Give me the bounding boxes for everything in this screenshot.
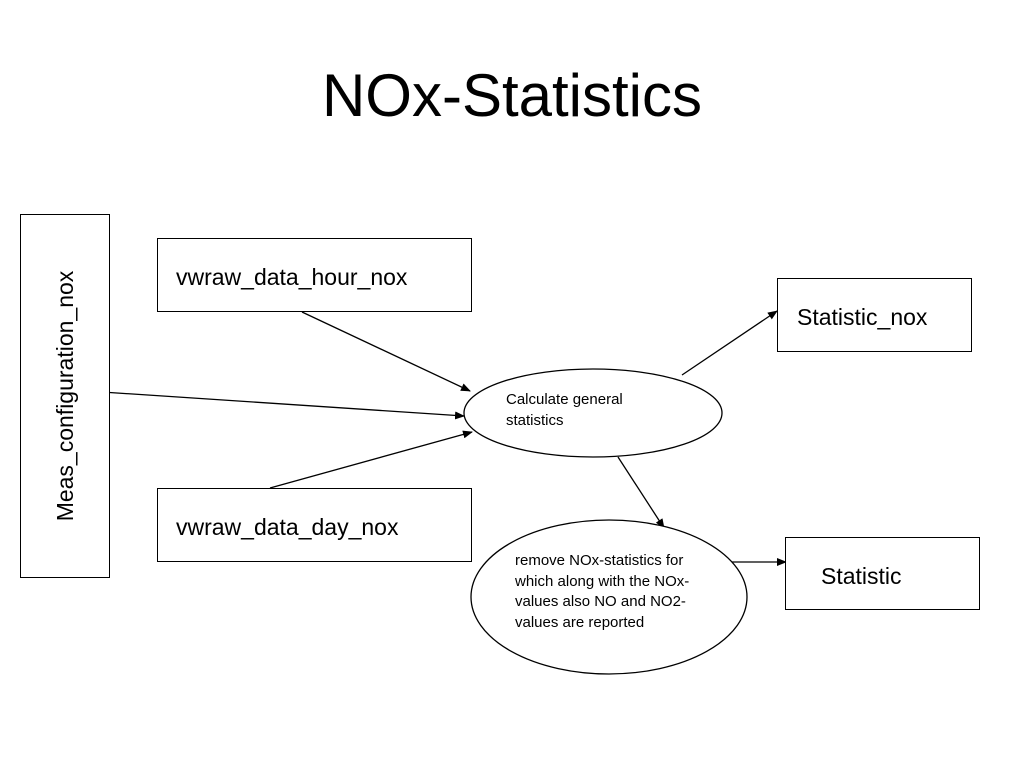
arrow-hour-to-calculate bbox=[301, 311, 471, 392]
source-raw-day: vwraw_data_day_nox bbox=[157, 488, 472, 562]
output-statistic-nox-label: Statistic_nox bbox=[797, 304, 928, 330]
arrow-day-to-calculate bbox=[269, 430, 473, 489]
output-statistic: Statistic bbox=[785, 537, 980, 610]
arrow-calculate-to-remove bbox=[617, 456, 665, 529]
page-title: NOx-Statistics bbox=[321, 62, 703, 129]
output-statistic-nox: Statistic_nox bbox=[777, 278, 972, 352]
source-meas-configuration-label: Meas_configuration_nox bbox=[52, 270, 78, 522]
source-raw-hour: vwraw_data_hour_nox bbox=[157, 238, 472, 312]
source-raw-day-label: vwraw_data_day_nox bbox=[176, 514, 399, 540]
process-calculate-ellipse bbox=[463, 368, 723, 458]
process-calculate-label: Calculate general statistics bbox=[506, 391, 623, 429]
arrow-meas-to-calculate bbox=[101, 391, 465, 420]
source-raw-hour-label: vwraw_data_hour_nox bbox=[176, 264, 408, 290]
process-remove-ellipse bbox=[470, 519, 748, 675]
process-remove-label: remove NOx-statistics for which along wi… bbox=[515, 552, 690, 631]
arrow-calculate-to-statistic-nox bbox=[681, 310, 778, 376]
source-meas-configuration: Meas_configuration_nox bbox=[20, 214, 110, 578]
output-statistic-label: Statistic bbox=[821, 563, 902, 589]
